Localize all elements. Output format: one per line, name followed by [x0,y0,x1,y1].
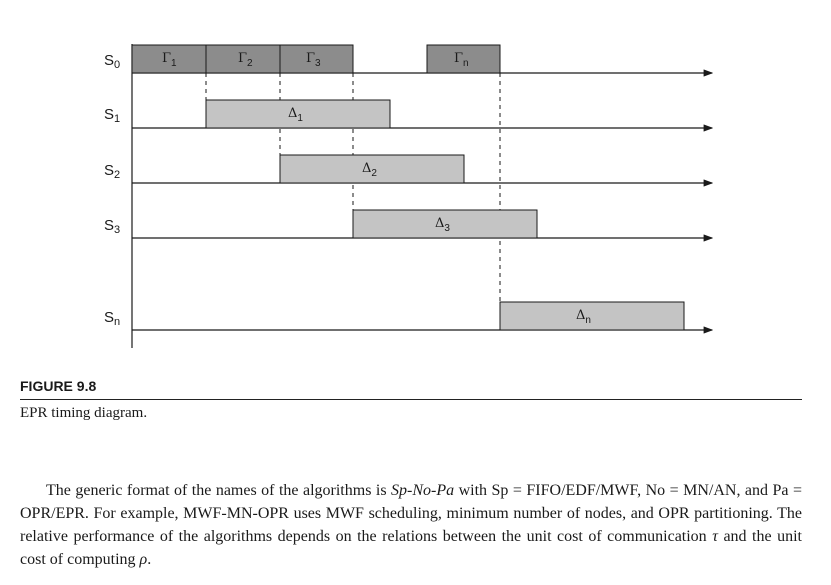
epr-timing-diagram: S0 S1 S2 S3 Sn Γ1 Γ2 Γ3 Γn Δ1 Δ2 Δ3 Δn [104,44,714,348]
body-text-part-1: The generic format of the names of the a… [46,482,392,499]
comm-blocks: Γ1 Γ2 Γ3 Γn [131,44,501,74]
comm-block-3 [279,44,354,74]
row-label-s1: S1 [104,106,120,125]
comm-block-n-label: Γn [454,51,469,69]
row-label-s3: S3 [104,217,120,236]
compute-block-3-label: Δ3 [435,216,450,234]
body-paragraph: The generic format of the names of the a… [20,479,802,571]
comm-block-1 [131,44,207,74]
compute-block-1-label: Δ1 [288,106,303,124]
compute-block-n [499,301,685,331]
compute-block-3 [352,209,538,239]
caption-divider [20,399,802,400]
comm-block-n [426,44,501,74]
compute-block-2 [279,154,465,184]
comm-block-1-label: Γ1 [162,51,177,69]
compute-block-1 [205,99,391,129]
tau-symbol: τ [712,528,718,545]
compute-block-n-label: Δn [576,308,591,326]
figure-label: FIGURE 9.8 [20,378,97,394]
compute-blocks: Δ1 Δ2 Δ3 Δn [205,99,685,331]
body-text-part-7: . [147,551,152,568]
body-text-part-5: and the unit cost of computing [20,528,803,568]
comm-block-2 [205,44,281,74]
row-label-s0: S0 [104,52,120,71]
comm-block-3-label: Γ3 [306,51,321,69]
figure-caption: EPR timing diagram. [20,405,148,421]
row-label-sn: Sn [104,309,120,328]
algorithm-name-format: Sp-No-Pa [391,482,455,499]
compute-block-2-label: Δ2 [362,161,377,179]
rho-symbol: ρ [139,551,148,568]
comm-block-2-label: Γ2 [238,51,253,69]
row-label-s2: S2 [104,162,120,181]
body-text-part-3: with Sp = FIFO/EDF/MWF, No = MN/AN, and … [20,482,802,545]
